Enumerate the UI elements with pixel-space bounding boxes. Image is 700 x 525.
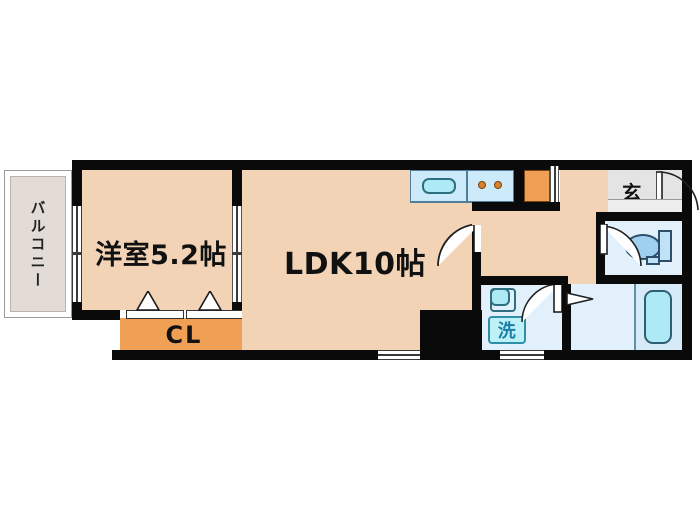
hall-upper-door-mullion: [553, 166, 556, 208]
stove-burner-right: [494, 181, 502, 189]
kitchen-counter-bottom-edge: [410, 201, 514, 203]
bedroom-label: 洋室5.2帖: [95, 239, 227, 271]
closet-folding-door-left[interactable]: [126, 310, 184, 319]
wall-top-right: [240, 160, 692, 170]
closet-fold-indicator-left: [136, 291, 160, 311]
washroom-window-mullion: [500, 354, 544, 356]
kitchen-sink: [422, 178, 456, 194]
genkan-step: [608, 200, 682, 212]
stove-burner-left: [478, 181, 486, 189]
balcony-label: バルコニー: [28, 200, 47, 290]
ldk-window-mullion: [378, 354, 420, 356]
washroom-label: 洗: [497, 321, 517, 342]
room-closet: [120, 318, 248, 350]
bathroom-folding-door[interactable]: [566, 288, 596, 310]
wall-genkan-bottom: [596, 212, 692, 221]
wall-bottom-left: [72, 310, 120, 320]
wall-washroom-left: [472, 276, 568, 285]
closet-label: CL: [165, 321, 203, 349]
refrigerator-space: [524, 170, 550, 202]
closet-fold-indicator-right: [198, 291, 222, 311]
kitchen-counter-divider: [466, 170, 468, 202]
wall-left-hall-vertical: [472, 252, 481, 286]
wall-bottom-closet: [112, 350, 248, 360]
wall-toilet-bottom: [596, 275, 692, 284]
toilet-seat-detail: [646, 256, 660, 265]
wall-hall-ldk-divider: [472, 202, 560, 211]
ldk-label: LDK10帖: [283, 247, 426, 282]
washroom-door[interactable]: [520, 282, 562, 326]
toilet-tank: [658, 230, 672, 262]
closet-folding-door-right[interactable]: [186, 310, 244, 319]
lavatory-counter: [490, 288, 516, 312]
wall-bedroom-ldk-upper: [232, 160, 242, 208]
bath-divider-line: [634, 284, 636, 350]
balcony-window-center-mark: [72, 252, 82, 255]
sliding-door-center-mark: [232, 252, 242, 255]
wall-hall-right: [596, 212, 605, 312]
room-balcony: [10, 176, 66, 312]
wall-kitchen-right: [514, 160, 524, 202]
wall-left-bedroom-upper: [72, 160, 82, 208]
toilet-door[interactable]: [600, 224, 644, 270]
bathtub: [644, 290, 672, 344]
room-ldk-lower-extension: [242, 310, 420, 350]
genkan-step-line: [608, 199, 682, 201]
ldk-hall-doorway-gap: [472, 211, 481, 225]
wall-structural-block: [420, 312, 482, 360]
wall-ldk-hall-lower: [472, 286, 481, 312]
hall-floor-patch: [481, 211, 560, 276]
wall-right-outer: [682, 160, 692, 360]
wall-washroom-bath: [562, 284, 571, 360]
room-bedroom: [82, 170, 240, 310]
wall-top-left: [72, 160, 240, 170]
washing-machine-space: [488, 316, 526, 344]
genkan-label: 玄: [622, 181, 642, 204]
